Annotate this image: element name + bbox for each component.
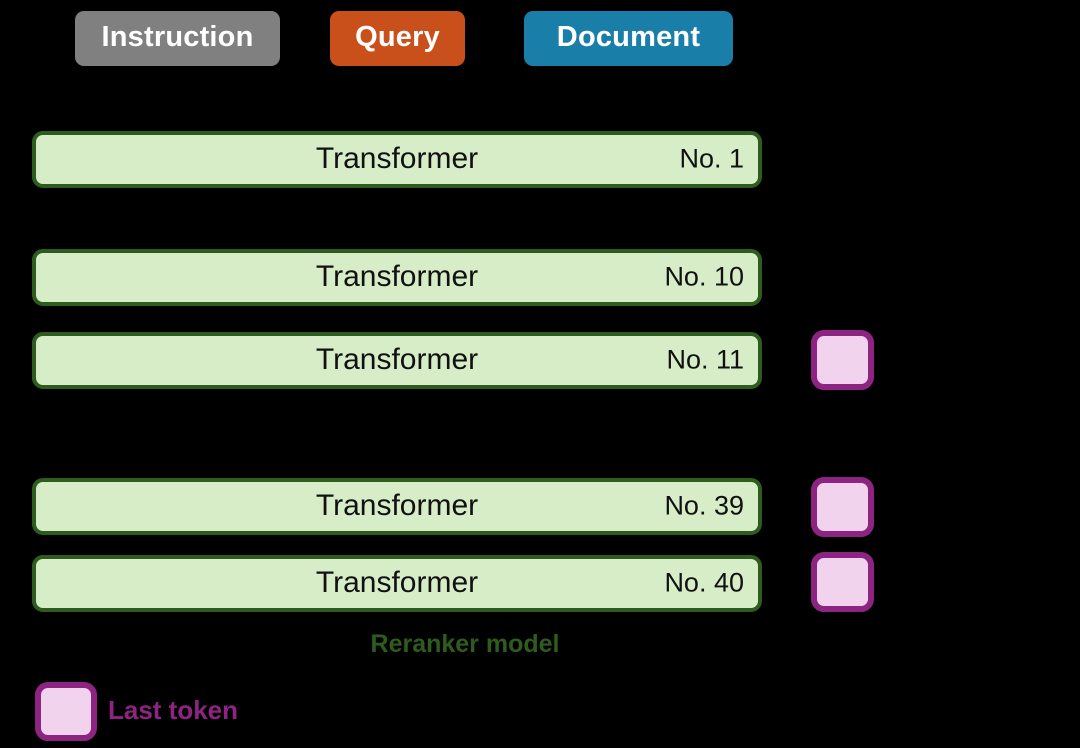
transformer-layer: Transformer No. 40: [32, 555, 762, 612]
transformer-layer-index: No. 11: [666, 344, 744, 374]
transformer-layer-title: Transformer: [315, 488, 479, 522]
last-token-square: [811, 477, 874, 537]
last-token-square: [811, 552, 874, 612]
transformer-layer-index: No. 10: [664, 261, 744, 291]
transformer-layer-title: Transformer: [315, 259, 479, 293]
input-token-document-label: Document: [556, 21, 701, 53]
input-token-instruction: Instruction: [75, 11, 280, 66]
transformer-layer: Transformer No. 1: [32, 131, 762, 188]
transformer-layer-index: No. 1: [679, 143, 744, 173]
legend-last-token-label: Last token: [108, 695, 239, 725]
input-token-instruction-label: Instruction: [101, 21, 254, 53]
input-token-query-label: Query: [355, 21, 440, 53]
transformer-layer-title: Transformer: [315, 342, 479, 376]
transformer-layer: Transformer No. 39: [32, 478, 762, 535]
transformer-layer: Transformer No. 11: [32, 332, 762, 389]
transformer-layer: Transformer No. 10: [32, 249, 762, 306]
transformer-layer-index: No. 40: [664, 567, 744, 597]
reranker-model-caption: Reranker model: [370, 630, 560, 658]
transformer-layer-title: Transformer: [315, 565, 479, 599]
input-token-document: Document: [524, 11, 733, 66]
transformer-layer-title: Transformer: [315, 141, 479, 175]
transformer-layer-index: No. 39: [664, 490, 744, 520]
legend-last-token-swatch: [35, 682, 97, 741]
input-token-query: Query: [330, 11, 465, 66]
last-token-square: [811, 330, 874, 390]
